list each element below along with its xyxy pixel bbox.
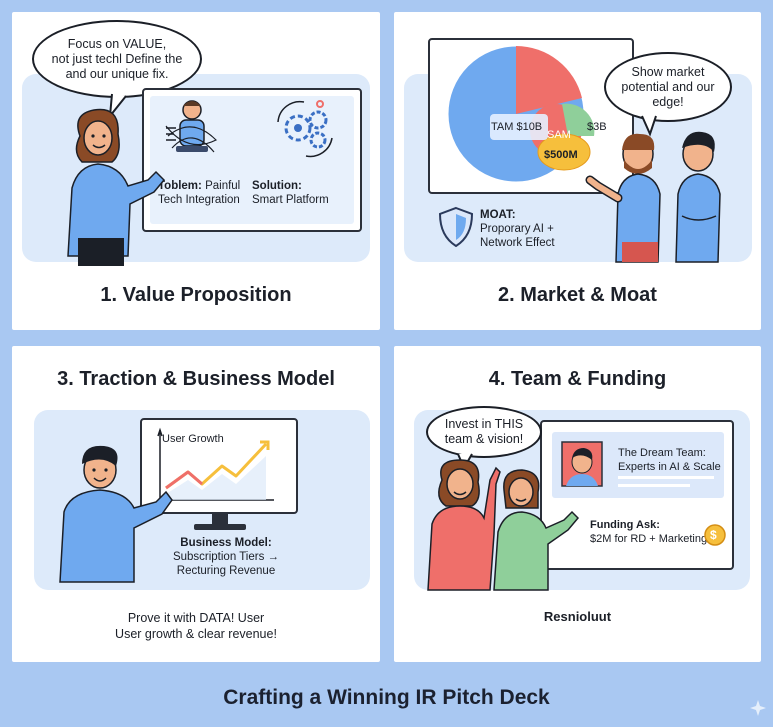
two-women-illustration bbox=[427, 459, 580, 591]
panel-traction-business-model: 3. Traction & Business Model User Growth… bbox=[12, 346, 380, 662]
moat-line: Network Effect bbox=[480, 237, 555, 249]
problem-label: Toblem: bbox=[158, 180, 202, 192]
business-model-text: Business Model: Subscription Tiers → Rec… bbox=[148, 536, 304, 578]
page-title: Crafting a Winning IR Pitch Deck bbox=[223, 686, 550, 709]
sparkle-icon bbox=[750, 700, 766, 716]
moat-line: Proporary AI + bbox=[480, 223, 554, 235]
tam-label: TAM $10B bbox=[491, 121, 543, 133]
problem-text: Toblem: Painful Tech Integration bbox=[158, 179, 240, 207]
solution-text: Solution: Smart Platform bbox=[252, 179, 329, 207]
panel-title: 4. Team & Funding bbox=[488, 368, 667, 390]
woman-presenter-illustration bbox=[67, 108, 166, 266]
shield-icon bbox=[438, 206, 474, 248]
speech-bubble: Focus on VALUE, not just techl Define th… bbox=[32, 20, 202, 98]
team-avatar bbox=[561, 441, 603, 487]
market-size-chart bbox=[447, 45, 595, 183]
panel-caption: Resnioluut bbox=[543, 609, 612, 624]
two-men-illustration bbox=[585, 131, 721, 263]
panel-team-funding: 4. Team & Funding The Dream Team: Expert… bbox=[394, 346, 761, 662]
bubble-line: team & vision! bbox=[444, 432, 524, 446]
tangled-person-icon bbox=[165, 100, 218, 153]
team-text: The Dream Team: Experts in AI & Scale bbox=[618, 446, 721, 474]
bubble-line: Invest in THIS bbox=[444, 417, 524, 431]
som-segment bbox=[537, 133, 591, 171]
sam-green-segment bbox=[562, 103, 595, 136]
bubble-line: and our unique fix. bbox=[65, 66, 169, 81]
sam-value: $3B bbox=[587, 121, 607, 133]
gears-icon bbox=[277, 100, 333, 158]
problem-value-2: Tech Integration bbox=[158, 194, 240, 206]
bubble-line: Focus on VALUE, bbox=[67, 36, 167, 51]
speech-bubble: Invest in THIS team & vision! bbox=[426, 406, 542, 458]
business-model-line: Subscription Tiers → bbox=[172, 551, 280, 563]
team-line: Experts in AI & Scale bbox=[618, 461, 721, 473]
funding-label: Funding Ask: bbox=[590, 519, 660, 531]
team-line: The Dream Team: bbox=[618, 447, 706, 459]
panel-caption: Prove it with DATA! User User growth & c… bbox=[12, 610, 380, 642]
moat-label: MOAT: bbox=[480, 209, 516, 221]
problem-value: Painful bbox=[205, 180, 241, 192]
panel-market-moat: TAM $10B SAM $3B $500M Show market poten… bbox=[394, 12, 761, 330]
moat-text: MOAT: Proporary AI + Network Effect bbox=[480, 208, 555, 250]
som-value: $500M bbox=[544, 149, 578, 161]
sam-segment bbox=[516, 46, 582, 114]
business-model-line: Recturing Revenue bbox=[176, 565, 276, 577]
panel-title: 2. Market & Moat bbox=[498, 284, 657, 306]
bubble-line: potential and our bbox=[621, 79, 715, 94]
solution-value: Smart Platform bbox=[252, 194, 329, 206]
user-growth-label: User Growth bbox=[162, 433, 224, 445]
panel-value-proposition: Focus on VALUE, not just techl Define th… bbox=[12, 12, 380, 330]
bubble-line: Show market bbox=[631, 64, 705, 79]
coin-symbol: $ bbox=[710, 528, 717, 542]
coin-icon bbox=[704, 524, 726, 546]
monitor-stand bbox=[194, 512, 246, 530]
placeholder-lines bbox=[618, 476, 714, 487]
bubble-line: edge! bbox=[652, 94, 684, 109]
speech-bubble: Show market potential and our edge! bbox=[604, 52, 732, 122]
caption-line: User growth & clear revenue! bbox=[115, 627, 277, 641]
caption-line: Prove it with DATA! User bbox=[127, 611, 265, 625]
panel-title: 1. Value Proposition bbox=[100, 284, 292, 306]
bubble-tail bbox=[641, 115, 657, 137]
bubble-line: not just techl Define the bbox=[51, 51, 183, 66]
funding-value: $2M for RD + Marketing bbox=[590, 533, 708, 545]
business-model-label: Business Model: bbox=[180, 537, 272, 549]
funding-text: Funding Ask: $2M for RD + Marketing bbox=[590, 518, 707, 546]
sam-label: SAM bbox=[547, 129, 571, 141]
solution-label: Solution: bbox=[252, 180, 302, 192]
tangle-icon bbox=[166, 127, 176, 141]
panel-title: 3. Traction & Business Model bbox=[57, 368, 335, 390]
man-presenter-illustration bbox=[59, 445, 173, 583]
